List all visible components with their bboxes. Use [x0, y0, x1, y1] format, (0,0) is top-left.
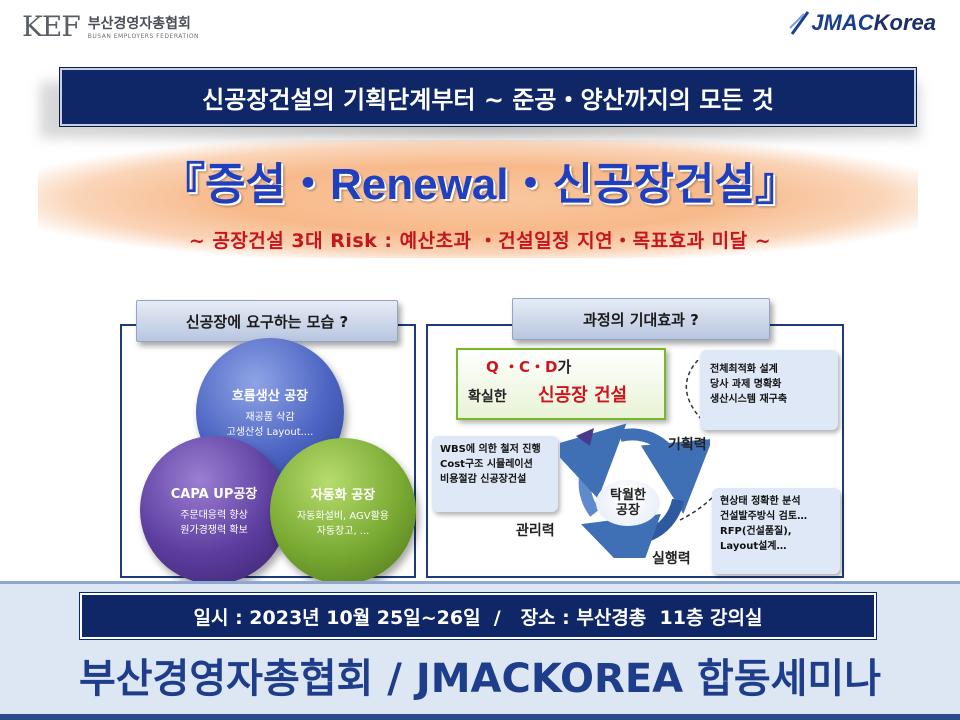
left-panel-tab: 신공장에 요구하는 모습 ?: [136, 300, 398, 342]
note-line: WBS에 의한 철저 진행: [440, 444, 541, 455]
note-line: 건설발주방식 검토…: [720, 511, 808, 522]
jmac-swoosh-icon: [789, 11, 810, 35]
circle-line: 고생산성 Layout....: [226, 426, 314, 438]
planning-label: 기획력: [668, 437, 707, 453]
qcd-letters: Q ・C・D: [486, 358, 558, 376]
right-panel-tab: 과정의 기대효과 ?: [512, 298, 770, 340]
execution-label: 실행력: [652, 551, 691, 567]
footer-bottom-line: [0, 714, 960, 720]
management-label: 관리력: [516, 523, 555, 539]
qcd-box: [456, 348, 666, 420]
note-line: 생산시스템 재구축: [710, 394, 788, 405]
core-line: 공장: [616, 503, 640, 518]
capa-up-circle: CAPA UP공장 주문대응력 향상 원가경쟁력 확보: [140, 436, 288, 584]
kef-name-english: BUSAN EMPLOYERS FEDERATION: [87, 33, 200, 40]
kef-logo: KEF 부산경영자총협회 BUSAN EMPLOYERS FEDERATION: [22, 10, 199, 43]
note-line: 전체최적화 설계: [710, 364, 778, 375]
schedule-info-bar: 일시 : 2023년 10월 25일~26일 / 장소 : 부산경총 11층 강…: [80, 593, 876, 639]
note-left: WBS에 의한 철저 진행 Cost구조 시뮬레이션 비용절감 신공장건설: [432, 436, 558, 512]
circle-line: 원가경쟁력 확보: [180, 524, 248, 536]
circle-line: 주문대응력 향상: [180, 509, 248, 521]
excellent-factory-core: 탁월한 공장: [596, 480, 660, 526]
headline-title: 『증설・Renewal・신공장건설』: [161, 160, 799, 209]
note-line: Cost구조 시뮬레이션: [440, 459, 533, 470]
jmac-logo-korea: Korea: [873, 10, 936, 35]
circle-title: CAPA UP공장: [170, 486, 258, 502]
automation-circle: 자동화 공장 자동화설비, AGV활용 자동창고, ...: [270, 438, 416, 584]
circle-title: 자동화 공장: [310, 487, 376, 503]
qcd-new-factory-label: 신공장 건설: [538, 385, 628, 406]
note-top-right: 전체최적화 설계 당사 과제 명확화 생산시스템 재구축: [700, 350, 838, 430]
qcd-suffix: 가: [557, 358, 572, 376]
kef-logo-mark: KEF: [22, 10, 81, 43]
title-banner: 신공장건설의 기획단계부터 ~ 준공・양산까지의 모든 것: [60, 68, 916, 126]
jmac-logo-jmac: JMAC: [811, 10, 874, 35]
circle-line: 자동화설비, AGV활용: [296, 510, 389, 522]
circle-line: 재공품 삭감: [245, 411, 295, 423]
note-line: RFP(건설품질),: [720, 526, 792, 537]
note-bottom-right: 현상태 정확한 분석 건설발주방식 검토… RFP(건설품질), Layout설…: [712, 488, 840, 574]
core-line: 탁월한: [610, 488, 646, 503]
note-line: 현상태 정확한 분석: [720, 496, 801, 507]
seminar-title: 부산경영자총협회 / JMACKOREA 합동세미나: [78, 656, 882, 702]
jmac-korea-logo: JMACKorea: [811, 10, 936, 36]
cycle-arrows-icon: [560, 423, 710, 558]
note-line: 당사 과제 명확화: [710, 379, 782, 390]
circle-title: 흐름생산 공장: [231, 388, 309, 404]
qcd-heading: Q ・C・D가: [486, 356, 571, 377]
headline-subtitle: ~ 공장건설 3대 Risk : 예산초과 ・건설일정 지연・목표효과 미달 ~: [188, 230, 772, 252]
kef-name-korean: 부산경영자총협회: [87, 16, 191, 32]
headline-glow: [38, 140, 918, 258]
note-line: 비용절감 신공장건설: [440, 474, 527, 485]
qcd-certain-label: 확실한: [468, 389, 507, 405]
note-line: Layout설계…: [720, 541, 787, 552]
circle-line: 자동창고, ...: [316, 525, 370, 537]
